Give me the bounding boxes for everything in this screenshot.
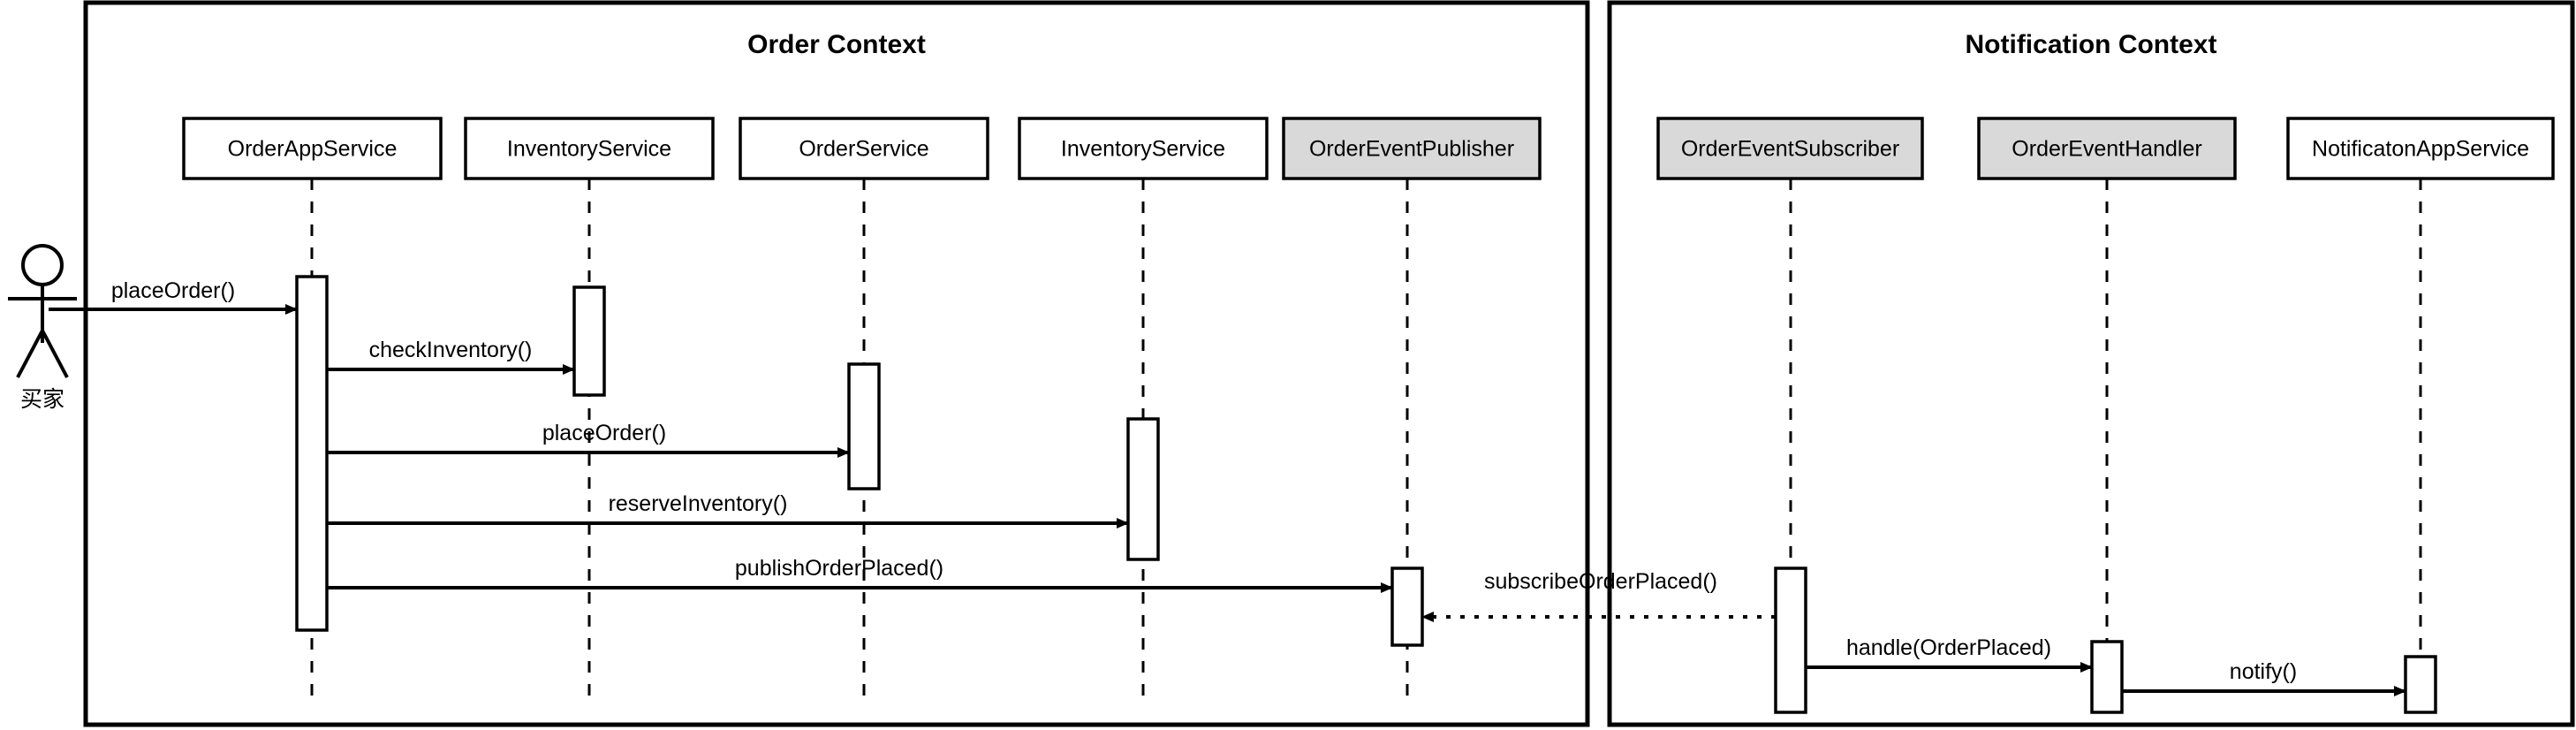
activation-bar-inventory-service-1 <box>572 285 606 397</box>
participant-label-notificaton-app-service: NotificatonAppService <box>2312 137 2529 162</box>
context-title-notification-context: Notification Context <box>1966 30 2217 59</box>
message-label-msg-subscribe-order-placed: subscribeOrderPlaced() <box>1484 569 1717 594</box>
actor-label: 买家 <box>20 387 64 412</box>
participant-box-notificaton-app-service[interactable] <box>2286 117 2555 180</box>
participant-label-inventory-service-1: InventoryService <box>507 137 671 162</box>
activation-bars <box>295 275 2437 714</box>
participant-box-order-service[interactable] <box>739 117 989 180</box>
message-label-msg-publish-order-placed: publishOrderPlaced() <box>735 556 943 581</box>
participant-label-order-event-subscriber: OrderEventSubscriber <box>1681 137 1899 162</box>
activation-bar-order-service <box>847 362 881 490</box>
message-label-msg-notify: notify() <box>2230 659 2297 684</box>
participant-label-order-service: OrderService <box>799 137 928 162</box>
message-label-msg-handle-order-placed: handle(OrderPlaced) <box>1846 635 2051 660</box>
message-label-msg-place-order-actor: placeOrder() <box>111 278 235 303</box>
actor-leg-right-icon <box>41 330 69 378</box>
context-frame-notification-context <box>1607 0 2575 727</box>
activation-bar-inventory-service-2 <box>1126 417 1160 561</box>
participant-box-order-event-handler[interactable] <box>1977 117 2237 180</box>
message-label-msg-place-order-internal: placeOrder() <box>542 421 666 445</box>
context-frames: Order Context Notification Context <box>83 0 2575 727</box>
message-label-msg-check-inventory: checkInventory() <box>369 338 533 362</box>
context-frame-order-context <box>83 0 1590 727</box>
message-label-msg-reserve-inventory: reserveInventory() <box>609 491 788 516</box>
participant-box-inventory-service-2[interactable] <box>1018 117 1269 180</box>
participant-label-order-event-publisher: OrderEventPublisher <box>1309 137 1514 162</box>
activation-bar-order-event-handler <box>2090 640 2124 714</box>
context-title-order-context: Order Context <box>747 30 926 59</box>
messages <box>49 304 2406 696</box>
actor-leg-left-icon <box>16 330 44 378</box>
participant-boxes: OrderAppService InventoryService OrderServ… <box>182 117 2555 180</box>
activation-bar-notificaton-app-service <box>2404 655 2437 714</box>
activation-bar-order-event-publisher <box>1390 567 1424 647</box>
participant-box-order-event-publisher[interactable] <box>1282 117 1542 180</box>
participant-box-inventory-service-1[interactable] <box>464 117 715 180</box>
participant-box-order-app-service[interactable] <box>182 117 443 180</box>
activation-bar-order-event-subscriber <box>1774 567 1807 714</box>
participant-label-order-event-handler: OrderEventHandler <box>2012 137 2201 162</box>
actor-head-icon <box>21 244 64 286</box>
participant-box-order-event-subscriber[interactable] <box>1656 117 1924 180</box>
message-labels: placeOrder() checkInventory() placeOrder()… <box>111 278 2297 684</box>
activation-bar-order-app-service <box>295 275 329 632</box>
actor: 买家 <box>8 244 77 412</box>
participant-label-inventory-service-2: InventoryService <box>1061 137 1225 162</box>
participant-label-order-app-service: OrderAppService <box>228 137 398 162</box>
